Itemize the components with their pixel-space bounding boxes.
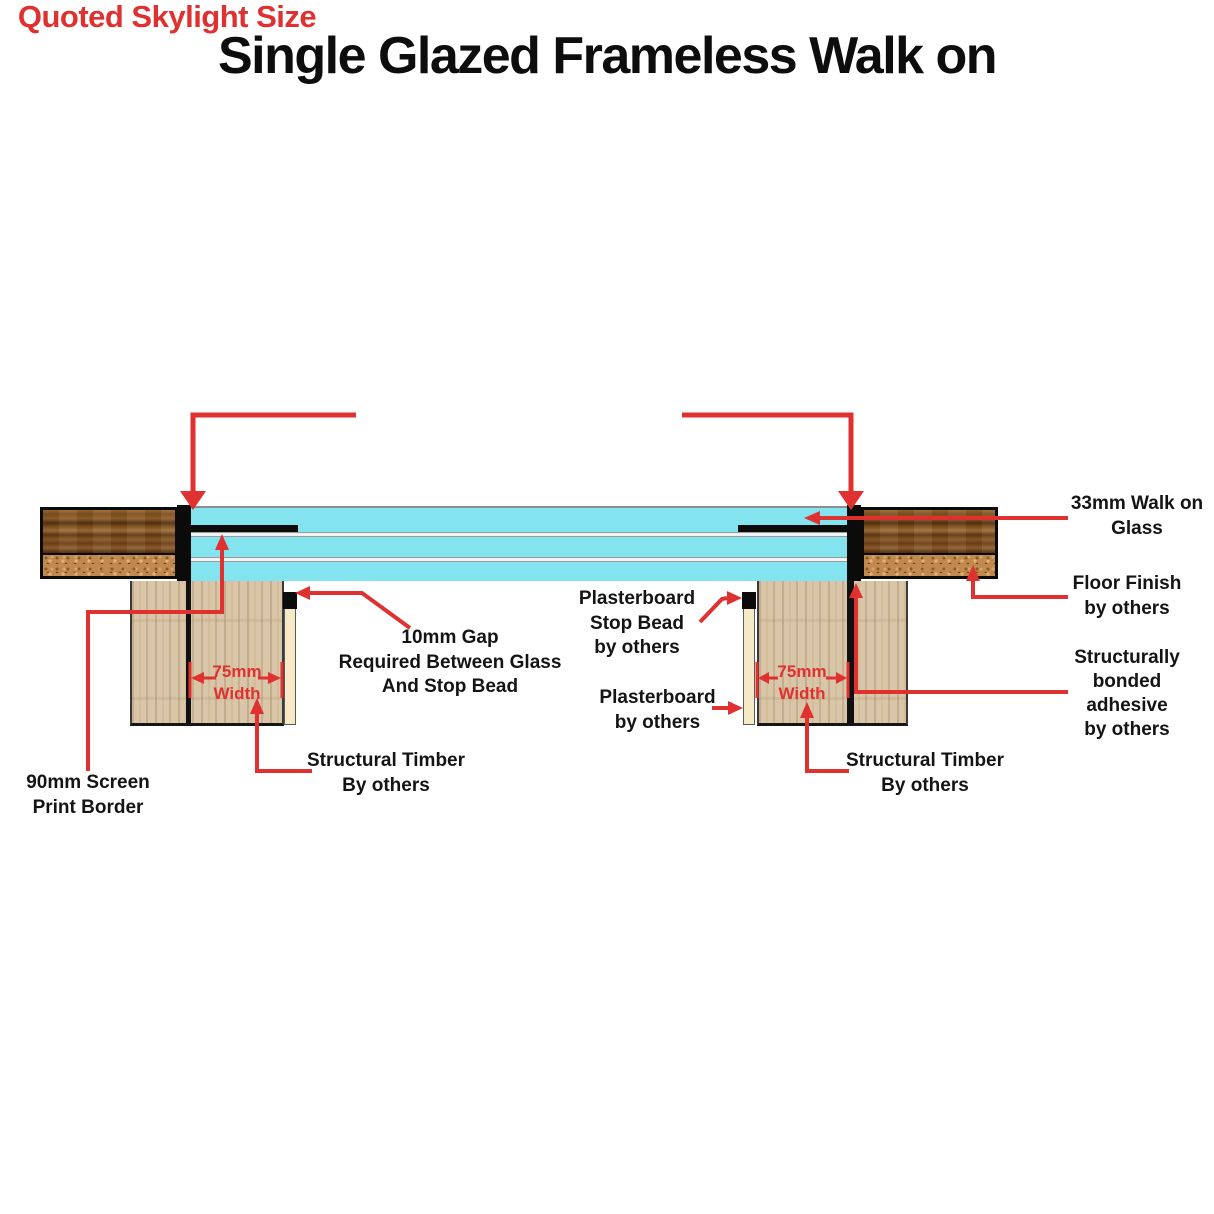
screen-print-band-left: [190, 525, 298, 532]
gap-leader: [295, 586, 412, 630]
plasterboard-label: Plasterboard by others: [599, 687, 716, 733]
screen-print-border-label: 90mm Screen Print Border: [26, 772, 150, 818]
floor-finish-label: Floor Finish by others: [1072, 573, 1182, 619]
screen-print-band-right: [738, 525, 848, 532]
adhesive-strip-right: [847, 505, 861, 582]
glass-interlayer-bottom: [190, 557, 848, 562]
walk-on-glass-label: 33mm Walk on Glass: [1070, 493, 1204, 539]
plasterboard-stop-bead-label: Plasterboard Stop Bead by others: [578, 588, 696, 658]
floor-cork-layer-right: [864, 555, 995, 576]
adhesive-strip-left: [177, 505, 191, 582]
structural-timber-right-label: Structural Timber By others: [845, 750, 1005, 796]
floor-cork-layer-left: [43, 555, 175, 576]
width-right-label: 75mm Width: [777, 662, 827, 703]
stop-bead-right: [742, 592, 756, 609]
floor-wood-layer-right: [864, 510, 995, 555]
page-title: Single Glazed Frameless Walk on: [217, 27, 998, 85]
floor-wood-layer-left: [43, 510, 175, 555]
floor-finish-block-right: [861, 507, 998, 579]
quoted-skylight-size-label: Quoted Skylight Size: [17, 0, 317, 34]
gap-label: 10mm Gap Required Between Glass And Stop…: [338, 627, 562, 697]
quoted-size-bracket: [180, 412, 864, 510]
glass-pane: [190, 506, 848, 581]
width-left-label: 75mm Width: [212, 662, 262, 703]
floor-finish-block-left: [40, 507, 178, 579]
timber-joint-line-left: [186, 581, 191, 723]
timber-joint-line-right: [847, 581, 854, 723]
arrow-left-icon: [295, 586, 310, 600]
bonded-adhesive-label: Structurally bonded adhesive by others: [1074, 647, 1180, 740]
structural-timber-left-label: Structural Timber By others: [306, 750, 466, 796]
arrow-right-icon: [727, 591, 742, 605]
stop-bead-left: [283, 592, 297, 609]
glass-interlayer-top: [190, 532, 848, 537]
